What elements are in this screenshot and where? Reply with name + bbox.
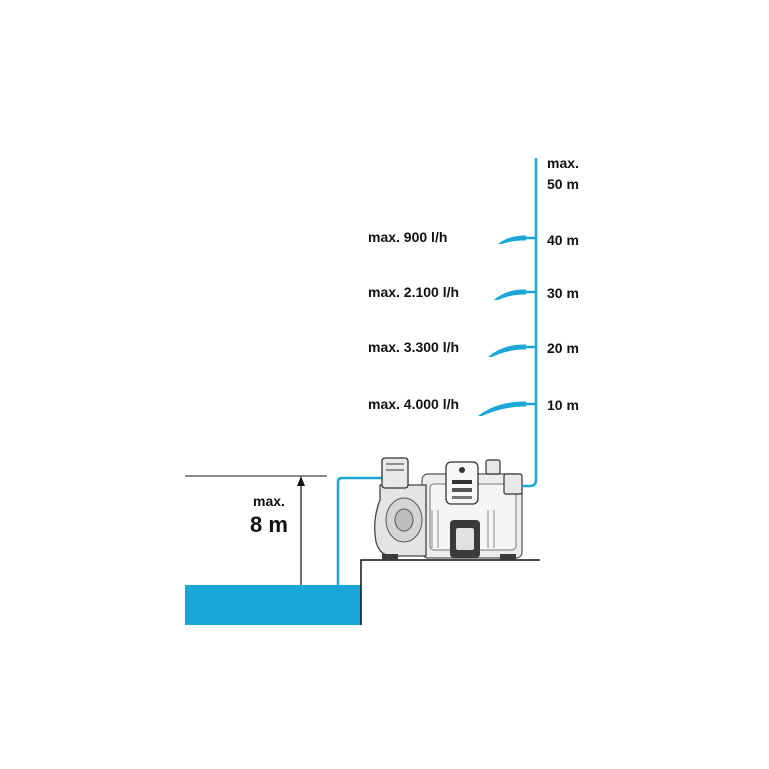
level-height-label: 40 m [547,232,579,248]
level-flow-label: max. 3.300 l/h [368,339,459,355]
suction-label-line2: 8 m [250,512,288,537]
suction-arrow-head-icon [297,476,305,486]
water-jet-icon [488,344,526,357]
max-height-label-line2: 50 m [547,176,579,192]
level-flow-label: max. 900 l/h [368,229,447,245]
suction-label-line1: max. [253,493,285,509]
level-flow-label: max. 4.000 l/h [368,396,459,412]
level-height-label: 30 m [547,285,579,301]
level-height-label: 20 m [547,340,579,356]
suction-pipe [336,476,384,585]
discharge-riser-pipe [522,158,538,488]
level-labels: 40 m max. 900 l/h 30 m max. 2.100 l/h 20… [368,229,579,413]
level-flow-label: max. 2.100 l/h [368,284,459,300]
tap-outlets [478,235,536,416]
ground-outline [360,559,540,625]
water-jet-icon [498,235,526,244]
water-reservoir [185,585,361,625]
max-height-label-line1: max. [547,155,579,171]
water-jet-icon [494,289,526,300]
level-height-label: 10 m [547,397,579,413]
garden-pump-icon [374,457,523,560]
water-jet-icon [478,401,526,416]
